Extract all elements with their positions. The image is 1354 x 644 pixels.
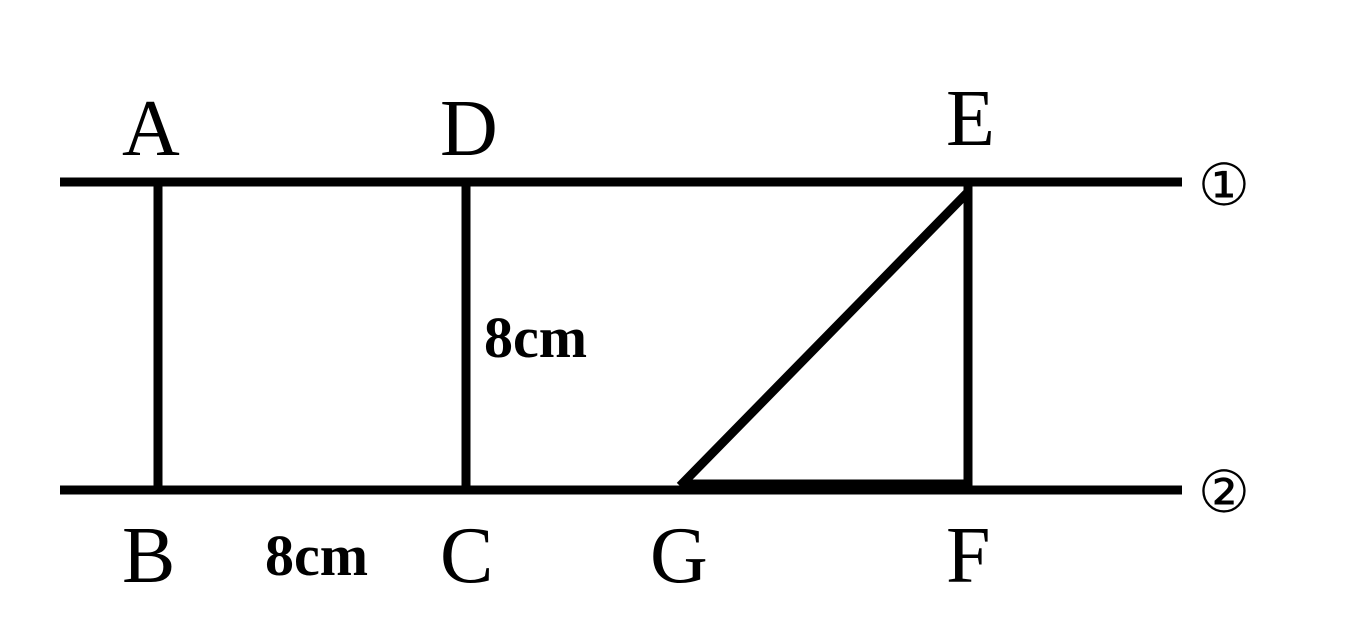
line-label-1: ① [1198,151,1250,219]
point-label-g: G [650,512,708,600]
measurement-bc: 8cm [265,523,368,588]
point-label-f: F [946,512,991,600]
point-label-b: B [122,512,175,600]
line-label-2: ② [1198,458,1250,526]
point-label-d: D [440,85,498,173]
segment-eg [676,188,972,490]
point-label-e: E [946,75,995,163]
point-label-c: C [440,512,493,600]
measurement-dc: 8cm [484,305,587,370]
point-label-a: A [122,85,180,173]
